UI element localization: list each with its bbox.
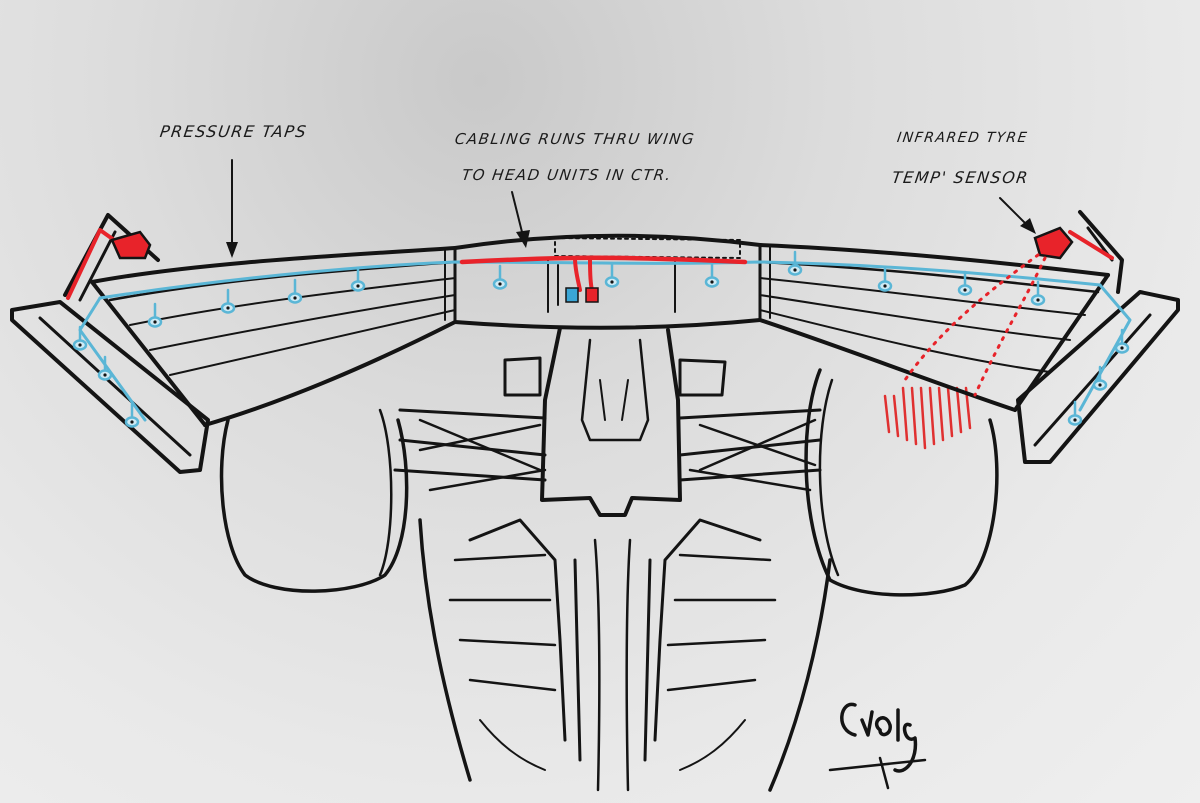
- pressure-tap-center: [610, 280, 613, 283]
- cabling-label-line1: Cabling Runs Thru Wing: [454, 130, 697, 148]
- red-sensor-icon: [112, 232, 150, 258]
- pressure-tap-center: [883, 284, 886, 287]
- tyre-hatch-line: [957, 388, 961, 432]
- cabling-label-line2: To Head Units in CTR.: [461, 166, 673, 184]
- pressure-tap-center: [1073, 418, 1076, 421]
- pressure-tap-points: [74, 266, 1128, 427]
- infrared-beam-lines: [905, 255, 1045, 395]
- tyre-hatch-line: [903, 388, 907, 440]
- pressure-tap-center: [710, 280, 713, 283]
- tyre-hatch-line: [885, 396, 889, 432]
- pressure-tap-center: [78, 343, 81, 346]
- infrared-label-line1: Infrared Tyre: [896, 130, 1029, 146]
- tyre-hatch-line: [930, 388, 934, 444]
- tyre-hatch-line: [912, 388, 916, 444]
- pressure-tap-center: [130, 420, 133, 423]
- tyre-hatch-line: [921, 388, 925, 448]
- pressure-tap-center: [1120, 346, 1123, 349]
- pressure-tap-center: [1098, 383, 1101, 386]
- car-body: [222, 328, 997, 790]
- head-unit-icons: [566, 288, 598, 302]
- pressure-tap-center: [1036, 298, 1039, 301]
- tyre-hatch-line: [894, 396, 898, 436]
- signature: [830, 704, 925, 788]
- pressure-tap-center: [293, 296, 296, 299]
- pressure-tap-center: [356, 284, 359, 287]
- pressure-tap-center: [153, 320, 156, 323]
- tyre-hatch-line: [948, 388, 952, 436]
- pressure-tap-center: [498, 282, 501, 285]
- pressure-tap-center: [103, 373, 106, 376]
- infrared-label-line2: Temp' Sensor: [891, 168, 1031, 187]
- pressure-tap-center: [793, 268, 796, 271]
- red-sensor-icon: [1035, 228, 1072, 258]
- tyre-hatch-line: [939, 388, 943, 440]
- pressure-tap-center: [963, 288, 966, 291]
- pressure-taps-label: Pressure Taps: [159, 122, 309, 141]
- pressure-tap-center: [226, 306, 229, 309]
